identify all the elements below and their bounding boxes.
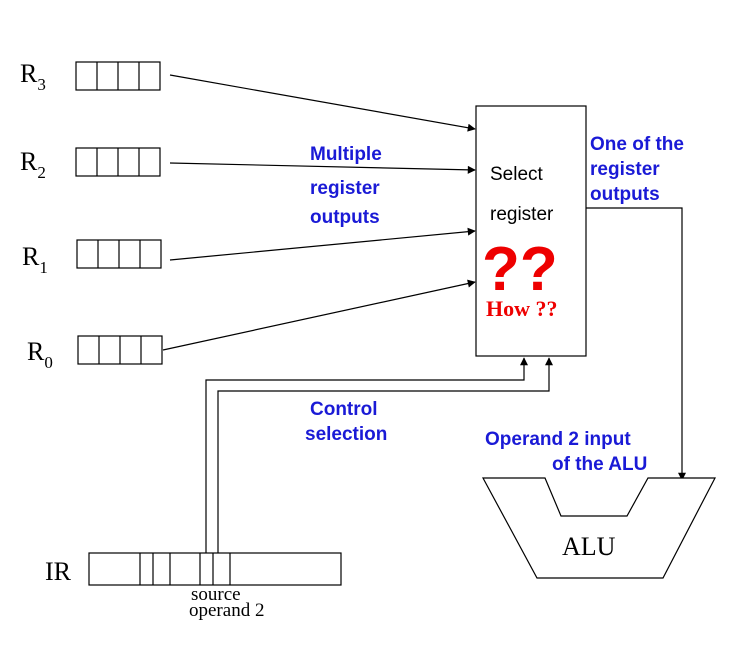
svg-text:Operand 2 input: Operand 2 input xyxy=(485,429,631,450)
operand-input-annotation: Operand 2 input of the ALU xyxy=(485,429,647,475)
register-r1-label: R1 xyxy=(22,242,48,277)
register-r3-label: R3 xyxy=(20,59,46,94)
svg-text:Multiple: Multiple xyxy=(310,144,382,165)
select-label: Select xyxy=(490,164,544,185)
svg-text:outputs: outputs xyxy=(310,207,380,228)
arrow-r2-to-select xyxy=(169,162,476,174)
alu: ALU xyxy=(481,477,716,579)
svg-text:register: register xyxy=(310,178,380,199)
svg-text:operand 2: operand 2 xyxy=(189,600,264,621)
one-of-outputs-annotation: One of the register outputs xyxy=(590,134,684,205)
svg-text:source: source xyxy=(191,584,241,605)
multiple-outputs-annotation: Multiple register outputs xyxy=(310,144,382,228)
arrow-r0-to-select xyxy=(162,279,476,351)
ir-label: IR xyxy=(45,557,72,586)
question-marks: ?? xyxy=(482,235,558,304)
register-r2-label: R2 xyxy=(20,147,46,182)
control-selection-annotation: Control selection xyxy=(305,399,387,445)
register-r0-label: R0 xyxy=(27,337,53,372)
register-r0: R0 xyxy=(27,335,163,372)
arrow-r3-to-select xyxy=(169,74,476,132)
svg-text:selection: selection xyxy=(305,424,387,445)
register-label: register xyxy=(490,204,554,225)
register-r1: R1 xyxy=(22,239,162,277)
arrow-r1-to-select xyxy=(169,227,476,261)
how-label: How ?? xyxy=(486,296,558,321)
svg-text:outputs: outputs xyxy=(590,184,660,205)
svg-text:One of the: One of the xyxy=(590,134,684,155)
ir-register: IR xyxy=(45,552,342,586)
alu-label: ALU xyxy=(562,532,616,561)
svg-text:Control: Control xyxy=(310,399,378,420)
control-line-outer xyxy=(205,357,528,553)
register-r2: R2 xyxy=(20,147,161,182)
select-output-line xyxy=(586,207,686,481)
register-r3: R3 xyxy=(20,59,161,94)
control-line-inner xyxy=(217,357,553,553)
source-operand-label: source operand 2 xyxy=(189,584,264,621)
select-register-box: Select register ?? How ?? xyxy=(475,105,587,357)
svg-text:register: register xyxy=(590,159,660,180)
svg-text:of the ALU: of the ALU xyxy=(552,454,647,475)
